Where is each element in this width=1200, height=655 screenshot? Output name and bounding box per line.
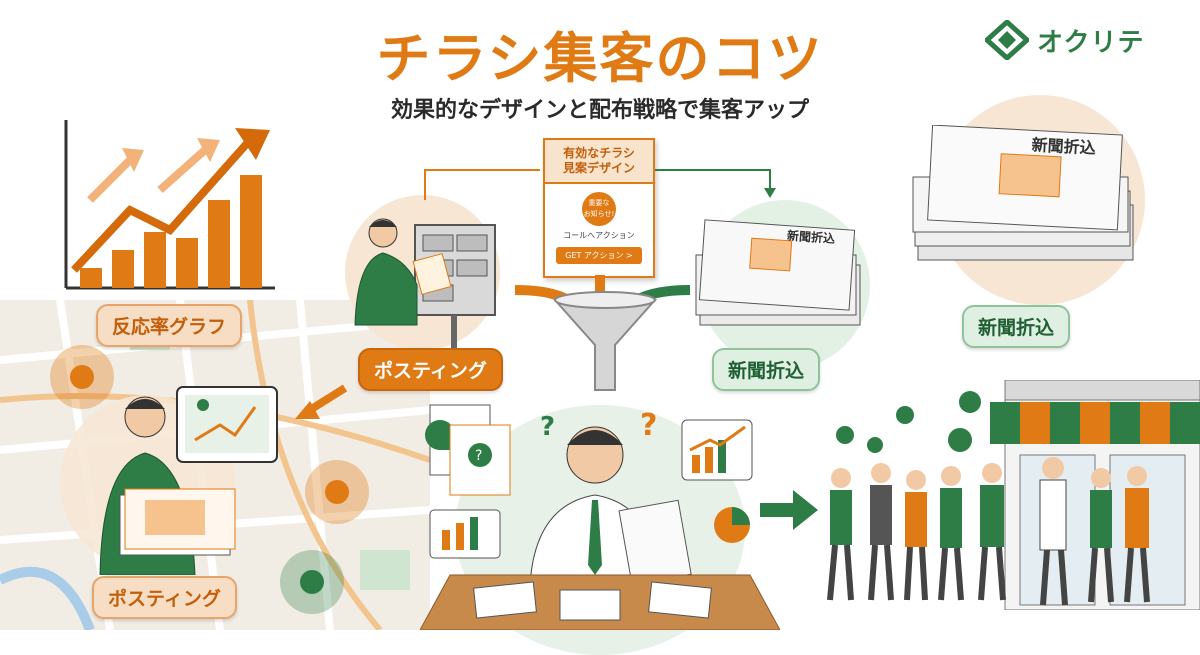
posting-label-top: ポスティング <box>358 348 503 391</box>
svg-text:?: ? <box>640 408 657 443</box>
flow-arrows <box>424 169 776 391</box>
flyer-badge: 重要なお知らせ! <box>582 192 616 226</box>
newspaper-label-right: 新聞折込 <box>962 305 1071 348</box>
shop-customers-illustration <box>827 380 1200 610</box>
arrow-right-icon <box>760 490 818 530</box>
response-rate-label: 反応率グラフ <box>96 304 243 347</box>
svg-text:?: ? <box>540 412 555 442</box>
posting-person-bottom <box>99 396 236 575</box>
flyer-heading: 有効なチラシ 見案デザイン <box>545 140 653 184</box>
newspaper-label-center: 新聞折込 <box>712 348 821 391</box>
arrow-left-icon <box>295 384 348 419</box>
flyer-heading-line1: 有効なチラシ <box>563 146 635 160</box>
newspaper-stack-center: 新聞折込 <box>695 219 861 326</box>
flyer-card: 有効なチラシ 見案デザイン 重要なお知らせ! コールへアクション GET アクシ… <box>543 138 655 278</box>
newspaper-right-masthead: 新聞折込 <box>1031 135 1096 157</box>
flyer-heading-line2: 見案デザイン <box>562 161 635 175</box>
logo-text: オクリテ <box>1037 27 1145 58</box>
analyst-at-desk-illustration: ? ? ? <box>420 404 780 630</box>
flyer-button: GET アクション > <box>556 247 642 264</box>
posting-person-illustration <box>354 218 496 365</box>
map-pin-dot <box>325 480 349 504</box>
page-subtitle: 効果的なデザインと配布戦略で集客アップ <box>390 98 809 123</box>
newspaper-center-masthead: 新聞折込 <box>787 228 836 246</box>
page-title: チラシ集客のコツ <box>376 27 824 90</box>
posting-label-bottom: ポスティング <box>92 576 237 619</box>
brand-logo[interactable]: オクリテ <box>985 20 1144 60</box>
map-pin-dot <box>70 365 94 389</box>
map-pin-dot <box>300 570 324 594</box>
route-map-card <box>176 386 278 463</box>
response-rate-chart-illustration <box>64 120 275 290</box>
newspaper-stack-right: 新聞折込 <box>912 125 1134 261</box>
svg-text:?: ? <box>475 448 482 464</box>
okurite-logo-icon <box>985 20 1029 60</box>
flyer-call-to-action: コールへアクション <box>563 231 635 240</box>
